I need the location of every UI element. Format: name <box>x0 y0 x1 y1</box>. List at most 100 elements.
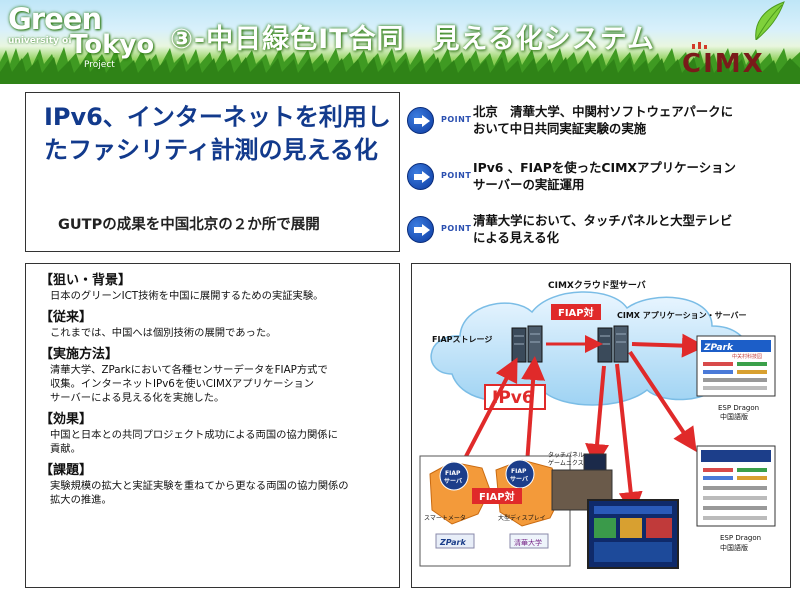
header-banner: Green university of Tokyo Project ③-中日緑色… <box>0 0 800 84</box>
point-label: POINT <box>441 115 472 124</box>
section-line: 清華大学、ZParkにおいて各種センサーデータをFIAP方式で <box>50 364 328 376</box>
point-text-line: IPv6 、FIAPを使ったCIMXアプリケーション <box>473 160 736 175</box>
section-heading: 【従来】 <box>40 310 93 325</box>
arrow-cloud-esp1 <box>631 333 706 358</box>
arrow-cloud-touchpanel <box>585 365 610 468</box>
headline: IPv6、インターネットを利用し たファシリティ計測の見える化 <box>44 101 394 167</box>
ipv6-label: IPv6 <box>492 388 534 408</box>
section-effect: 【効果】 中国と日本との共同プロジェクト成功による両国の協力関係に 貢献。 <box>40 411 391 456</box>
section-heading: 【狙い・背景】 <box>40 273 132 288</box>
section-body: 清華大学、ZParkにおいて各種センサーデータをFIAP方式で 収集。インターネ… <box>40 363 391 405</box>
fiap-tai-bottom-label: FIAP対 <box>479 490 515 503</box>
tsinghua-logo-text: 清華大学 <box>514 538 542 547</box>
esp-dragon-monitor-1: ZPark 中关村科技园 <box>696 335 776 397</box>
fiap-storage-server-icon <box>511 325 543 363</box>
headline-line-2: たファシリティ計測の見える化 <box>44 136 378 164</box>
section-line: 拡大の推進。 <box>50 494 112 506</box>
leaf-icon <box>755 1 785 40</box>
zpark-sub-text: 中关村科技园 <box>732 353 762 360</box>
system-diagram-box: CIMXクラウド型サーバ FIAP対 CIMX アプリケーション・サーバー FI… <box>411 263 791 588</box>
arrow-site2-cloud <box>521 356 546 465</box>
logo-green-text: Green <box>8 2 102 36</box>
section-body: これまでは、中国へは個別技術の展開であった。 <box>40 326 391 340</box>
touch-panel-icon <box>583 453 607 473</box>
arrow-right-icon <box>407 107 434 134</box>
fiap-tai-top-badge <box>551 304 601 320</box>
logo-project-text: Project <box>84 60 115 70</box>
point-label: POINT <box>441 171 472 180</box>
section-line: サーバーによる見える化を実施した。 <box>50 392 225 404</box>
point-text-line: 北京 清華大学、中関村ソフトウェアパークに <box>473 104 733 119</box>
section-heading: 【実施方法】 <box>40 347 119 362</box>
fiap-tai-bottom-badge <box>472 488 522 504</box>
section-line: 実験規模の拡大と実証実験を重ねてから更なる両国の協力関係の <box>50 480 349 492</box>
esp-dragon-label-1b: 中国語版 <box>720 412 748 421</box>
zpark-logo-text: ZPark <box>439 538 466 547</box>
section-line: 収集。インターネットIPv6を使いCIMXアプリケーション <box>50 378 315 390</box>
esp-dragon-label-1: ESP Dragon <box>718 404 759 412</box>
section-method: 【実施方法】 清華大学、ZParkにおいて各種センサーデータをFIAP方式で 収… <box>40 346 391 405</box>
fiap-server-label-2: サーバ <box>444 477 462 485</box>
section-body: 中国と日本との共同プロジェクト成功による両国の協力関係に 貢献。 <box>40 428 391 456</box>
point-item-1: POINT 北京 清華大学、中関村ソフトウェアパークに おいて中日共同実証実験の… <box>407 103 787 143</box>
system-diagram: CIMXクラウド型サーバ FIAP対 CIMX アプリケーション・サーバー FI… <box>419 279 776 569</box>
cimx-logo-text: CIMX <box>682 49 765 78</box>
ipv6-badge <box>484 384 546 410</box>
esp-dragon-label-2b: 中国語版 <box>720 543 748 552</box>
section-line: これまでは、中国へは個別技術の展開であった。 <box>50 327 277 339</box>
point-item-2: POINT IPv6 、FIAPを使ったCIMXアプリケーション サーバーの実証… <box>407 159 787 199</box>
point-text-line: おいて中日共同実証実験の実施 <box>473 121 647 136</box>
point-text-2: IPv6 、FIAPを使ったCIMXアプリケーション サーバーの実証運用 <box>473 159 789 193</box>
arrow-cloud-esp2 <box>628 350 697 452</box>
point-item-3: POINT 清華大学において、タッチパネルと大型テレビ による見える化 <box>407 212 787 252</box>
point-label: POINT <box>441 224 472 233</box>
arrow-site1-cloud <box>460 357 518 465</box>
gutp-subline: GUTPの成果を中国北京の２か所で展開 <box>58 217 320 233</box>
point-text-3: 清華大学において、タッチパネルと大型テレビ による見える化 <box>473 212 789 246</box>
cimx-app-server-label: CIMX アプリケーション・サーバー <box>617 310 747 320</box>
logo-tokyo-text: Tokyo <box>70 30 155 60</box>
smart-meter-label: スマートメータ <box>424 514 466 522</box>
esp-dragon-label-2: ESP Dragon <box>720 534 761 542</box>
section-issues: 【課題】 実験規模の拡大と実証実験を重ねてから更なる両国の協力関係の 拡大の推進… <box>40 462 391 507</box>
zpark-logo-box <box>435 533 475 549</box>
zpark-tv-text: ZPark <box>703 343 734 353</box>
section-line: 中国と日本との共同プロジェクト成功による両国の協力関係に <box>50 429 338 441</box>
cimx-app-server-icon <box>597 325 629 363</box>
touch-panel-label: タッチパネル <box>548 451 584 459</box>
section-line: 日本のグリーンICT技術を中国に展開するための実証実験。 <box>50 290 324 302</box>
arrow-cloud-display <box>615 363 643 516</box>
point-text-line: による見える化 <box>473 230 559 245</box>
grass-decoration <box>0 47 800 84</box>
point-text-line: 清華大学において、タッチパネルと大型テレビ <box>473 213 733 228</box>
large-display-screen <box>587 499 679 569</box>
point-text-1: 北京 清華大学、中関村ソフトウェアパークに おいて中日共同実証実験の実施 <box>473 103 789 137</box>
section-heading: 【効果】 <box>40 412 93 427</box>
fiap-storage-label: FIAPストレージ <box>432 335 492 344</box>
tsinghua-logo-box <box>509 533 549 549</box>
headline-box: IPv6、インターネットを利用し たファシリティ計測の見える化 GUTPの成果を… <box>25 92 400 252</box>
fiap-server-label: FIAP <box>445 470 461 477</box>
headline-line-1: IPv6、インターネットを利用し <box>44 103 391 131</box>
arrow-right-icon <box>407 216 434 243</box>
fiap-server-label-2: サーバ <box>510 475 528 483</box>
arrow-right-icon <box>407 163 434 190</box>
fiap-tai-top-label: FIAP対 <box>558 306 594 319</box>
section-aim: 【狙い・背景】 日本のグリーンICT技術を中国に展開するための実証実験。 <box>40 272 391 303</box>
description-box: 【狙い・背景】 日本のグリーンICT技術を中国に展開するための実証実験。 【従来… <box>25 263 400 588</box>
page-title: ③-中日緑色IT合同 見える化システム <box>170 24 655 55</box>
cloud-title: CIMXクラウド型サーバ <box>548 279 646 291</box>
point-text-line: サーバーの実証運用 <box>473 177 585 192</box>
section-line: 貢献。 <box>50 443 81 455</box>
section-body: 実験規模の拡大と実証実験を重ねてから更なる両国の協力関係の 拡大の推進。 <box>40 479 391 507</box>
touch-panel-label-2: ゲームニクス <box>548 459 584 467</box>
fiap-server-icon-1 <box>439 461 469 491</box>
fiap-server-label: FIAP <box>511 468 527 475</box>
section-body: 日本のグリーンICT技術を中国に展開するための実証実験。 <box>40 289 391 303</box>
logo-university-text: university of <box>8 36 73 46</box>
section-heading: 【課題】 <box>40 463 93 478</box>
large-display-label: 大型ディスプレイ <box>498 514 546 522</box>
esp-dragon-monitor-2 <box>696 445 776 527</box>
section-previous: 【従来】 これまでは、中国へは個別技術の展開であった。 <box>40 309 391 340</box>
cimx-logo: CIMX <box>682 42 765 78</box>
